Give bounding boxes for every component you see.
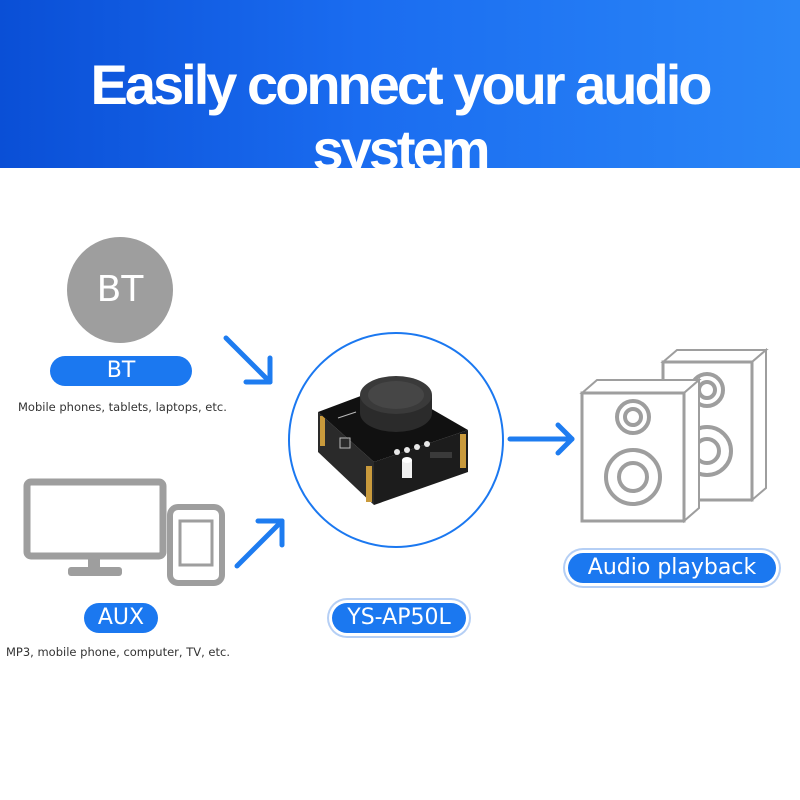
arrow-icon — [223, 335, 273, 385]
monitor-icon — [23, 478, 167, 576]
bt-pill-label: BT — [106, 358, 136, 383]
aux-pill: AUX — [84, 603, 158, 633]
bt-caption: Mobile phones, tablets, laptops, etc. — [18, 400, 227, 414]
audio-playback-pill: Audio playback — [568, 553, 776, 583]
aux-caption: MP3, mobile phone, computer, TV, etc. — [6, 645, 230, 659]
bt-pill: BT — [50, 356, 192, 386]
header-banner: Easily connect your audio system — [0, 0, 800, 181]
phone-icon — [167, 504, 225, 586]
aux-pill-label: AUX — [97, 605, 145, 630]
audio-playback-pill-label: Audio playback — [587, 555, 757, 580]
bt-badge-icon: BT — [67, 237, 173, 343]
amplifier-board-image — [288, 332, 504, 548]
bt-badge-label: BT — [96, 269, 144, 310]
arrow-icon — [234, 518, 285, 569]
speaker-icon — [579, 377, 702, 524]
banner-title: Easily connect your audio system — [90, 53, 713, 181]
arrow-icon — [507, 422, 575, 456]
device-pill: YS-AP50L — [332, 603, 466, 633]
device-pill-label: YS-AP50L — [347, 605, 451, 630]
